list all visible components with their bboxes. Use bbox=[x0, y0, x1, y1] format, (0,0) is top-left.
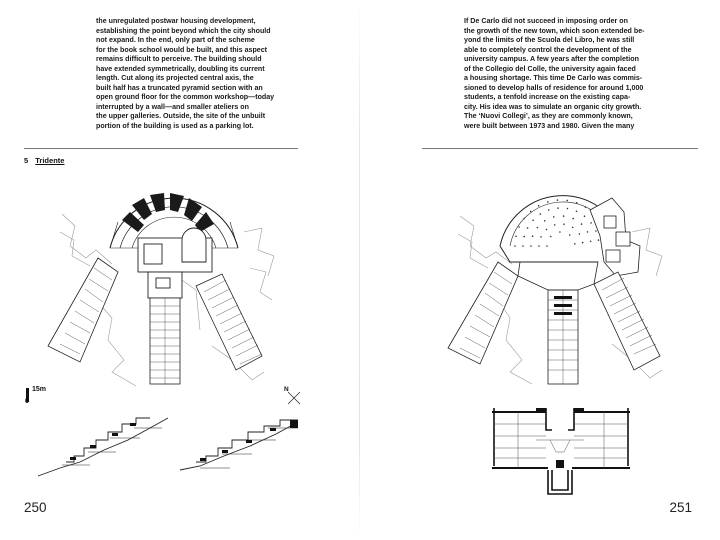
section-b-fills bbox=[200, 420, 298, 461]
north-arrow-icon bbox=[287, 391, 301, 405]
left-body-text: the unregulated postwar housing developm… bbox=[96, 17, 275, 131]
hall-dot bbox=[531, 235, 534, 237]
hall-dot bbox=[532, 219, 534, 221]
hall-dot bbox=[543, 220, 546, 222]
hall-dot bbox=[586, 231, 589, 233]
stair-cores bbox=[554, 296, 572, 315]
hall-dot bbox=[589, 240, 592, 243]
hall-dot bbox=[523, 235, 525, 238]
hall-dot bbox=[553, 224, 556, 226]
hall-dot bbox=[547, 201, 549, 203]
hall-dot bbox=[584, 206, 587, 208]
right-page: If De Carlo did not succeed in imposing … bbox=[360, 0, 720, 540]
left-section-drawings bbox=[37, 417, 299, 477]
hall-dot bbox=[548, 209, 550, 211]
hall-dot bbox=[566, 199, 568, 202]
hall-dot bbox=[536, 226, 539, 229]
hall-dot bbox=[566, 207, 569, 210]
east-block bbox=[589, 197, 641, 277]
hall-dot bbox=[575, 202, 578, 204]
hall-dot bbox=[578, 233, 581, 235]
right-wing-units bbox=[459, 271, 657, 384]
hall-dot bbox=[523, 217, 525, 220]
hall-dot bbox=[549, 235, 552, 238]
hall-dot bbox=[575, 210, 578, 213]
central-core bbox=[137, 227, 213, 299]
scale-bar bbox=[26, 388, 29, 402]
hall-dot bbox=[574, 243, 576, 245]
hall-dot bbox=[562, 215, 565, 217]
hall-dot bbox=[597, 239, 600, 241]
hall-dot bbox=[538, 245, 540, 247]
hall-dot bbox=[583, 215, 586, 217]
section-walls bbox=[493, 408, 629, 495]
hall-dot bbox=[580, 223, 583, 225]
section-a bbox=[37, 417, 169, 477]
hall-dot bbox=[518, 226, 520, 228]
right-section-rule bbox=[422, 148, 698, 149]
north-label: N bbox=[284, 386, 289, 393]
hall-dot bbox=[595, 230, 597, 232]
wing-units bbox=[59, 267, 263, 384]
section-a-fills bbox=[70, 423, 136, 460]
cross-section-drawing bbox=[492, 408, 630, 495]
hall-dot bbox=[529, 210, 532, 213]
ground-floor-plan-drawing bbox=[447, 195, 663, 385]
right-body-text: If De Carlo did not succeed in imposing … bbox=[464, 17, 645, 131]
hall-dot bbox=[590, 222, 592, 224]
site-contours-right bbox=[457, 215, 663, 385]
section-fills bbox=[536, 408, 584, 468]
hall-dot bbox=[515, 235, 517, 238]
hall-dot bbox=[571, 226, 574, 229]
scale-zero: 0 bbox=[25, 398, 29, 405]
left-section-rule bbox=[24, 148, 298, 149]
hall-dot bbox=[545, 228, 548, 231]
hall-dot bbox=[552, 216, 555, 218]
hall-dot bbox=[572, 217, 574, 220]
hall-dot bbox=[563, 223, 565, 225]
scale-value: 15m bbox=[32, 386, 47, 393]
section-number: 5 bbox=[24, 156, 29, 165]
hall-dot bbox=[557, 207, 559, 209]
hall-dot bbox=[526, 227, 529, 229]
tridente-plan-drawing bbox=[26, 193, 301, 405]
hall-dot bbox=[530, 245, 532, 247]
hall-dot bbox=[556, 199, 559, 201]
section-heading: 5 Tridente bbox=[24, 156, 64, 165]
book-gutter bbox=[359, 0, 360, 540]
auditorium-seats bbox=[122, 193, 214, 232]
left-page-number: 250 bbox=[24, 500, 47, 515]
left-page: the unregulated postwar housing developm… bbox=[24, 17, 301, 515]
hall-dot bbox=[546, 245, 548, 247]
hall-dot bbox=[539, 213, 542, 215]
right-page-number: 251 bbox=[669, 500, 692, 515]
hall-dot bbox=[514, 245, 516, 247]
hall-dot bbox=[568, 234, 571, 236]
hall-dot bbox=[559, 231, 561, 233]
hall-dot bbox=[522, 245, 524, 247]
site-contours bbox=[59, 213, 275, 387]
hall-dot bbox=[540, 236, 542, 238]
section-title: Tridente bbox=[35, 156, 65, 165]
hall-dot bbox=[537, 204, 540, 207]
section-b bbox=[179, 419, 299, 471]
section-interior bbox=[494, 412, 628, 468]
hall-dot bbox=[581, 241, 584, 244]
